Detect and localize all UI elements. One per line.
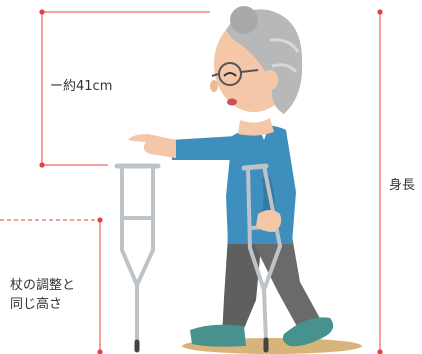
right-crutch [241,163,282,353]
crutch-label-line2: 同じ高さ [10,297,63,312]
crutch-label-line1: 杖の調整と [10,278,76,293]
crutch-hand [256,210,282,232]
back-leg [190,236,262,347]
crutch-height-label: 杖の調整と 同じ高さ [10,276,75,314]
extended-hand [128,134,176,158]
left-crutch [114,163,161,353]
collar [238,118,274,136]
height-label: 身長 [389,178,416,193]
top-distance-label: ー約41cm [50,79,113,94]
head [214,6,303,114]
front-leg [250,236,334,347]
face [210,62,259,106]
measurement-guides [0,9,383,354]
